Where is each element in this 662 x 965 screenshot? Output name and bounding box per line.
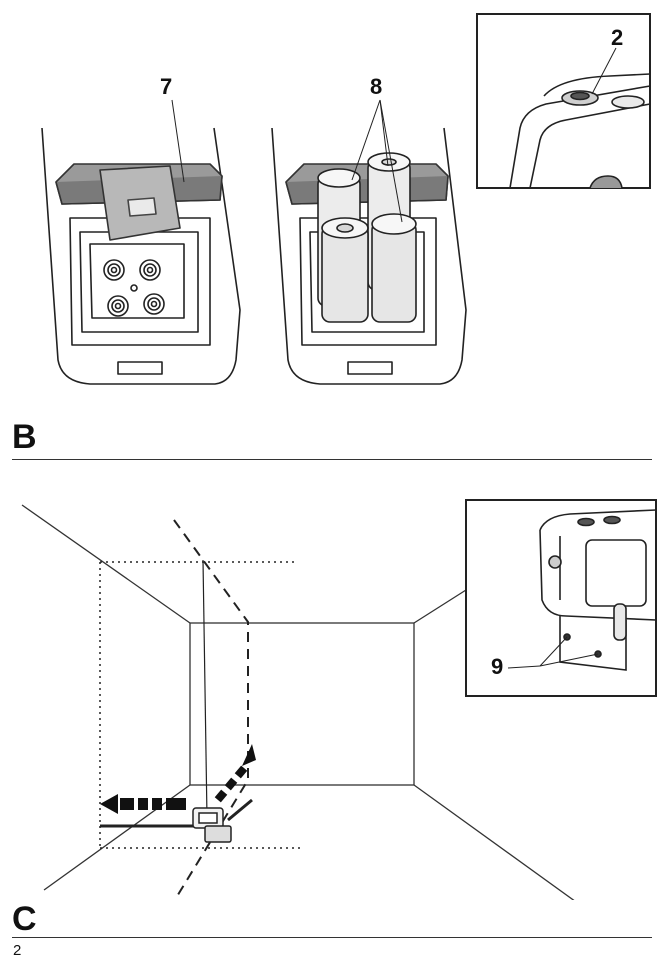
laser-level-device	[192, 807, 232, 843]
callout-8-leaders	[351, 99, 403, 223]
section-divider-b	[12, 459, 652, 460]
callout-9: 9	[491, 654, 504, 679]
direction-arrows	[100, 744, 256, 814]
callout-8: 8	[370, 74, 383, 99]
page-number: 2	[13, 942, 22, 959]
section-label-c: C	[12, 900, 37, 938]
battery-compartment-left	[41, 127, 241, 385]
laser-projection-lines	[99, 519, 300, 899]
callout-7: 7	[160, 74, 173, 99]
figure-b-drawing	[41, 13, 651, 385]
callout-7-leader	[171, 99, 185, 183]
detail-inset-top	[476, 13, 651, 189]
figure-c-drawing	[21, 499, 657, 900]
room-perspective	[21, 504, 575, 900]
section-label-b: B	[12, 418, 37, 456]
detail-inset-bottom	[465, 499, 657, 697]
section-divider-c	[12, 937, 652, 938]
battery-compartment-right	[271, 127, 467, 385]
callout-2: 2	[611, 25, 624, 50]
